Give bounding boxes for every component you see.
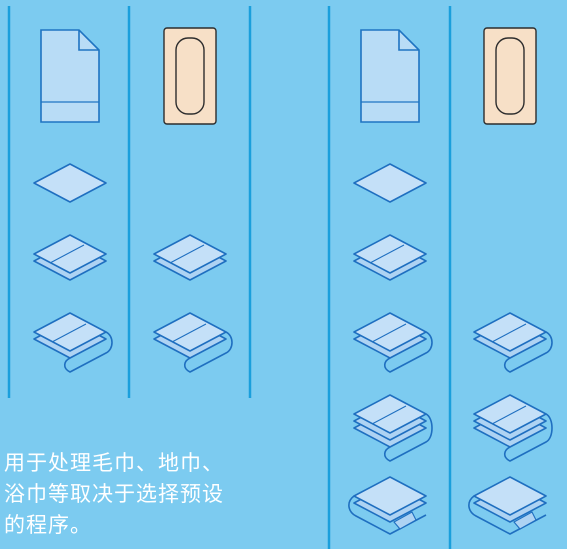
caption: 用于处理毛巾、地巾、 浴巾等取决于选择预设 的程序。 bbox=[4, 448, 304, 541]
fold-step-folded-three-times bbox=[353, 394, 433, 462]
bath-mat-icon bbox=[163, 27, 217, 125]
fold-step-folded-once bbox=[33, 234, 107, 281]
fold-step-folded-once bbox=[153, 234, 227, 281]
fold-step-folded-once bbox=[353, 234, 427, 281]
document-sheet-icon bbox=[360, 29, 420, 123]
fold-step-folded-three-times bbox=[473, 394, 553, 462]
item-icons bbox=[40, 27, 537, 125]
fold-step-folded-rolled bbox=[348, 476, 427, 535]
bath-mat-icon bbox=[483, 27, 537, 125]
folding-steps bbox=[33, 163, 553, 535]
fold-step-folded-twice bbox=[33, 312, 113, 373]
column-dividers bbox=[7, 6, 452, 549]
fold-step-flat bbox=[33, 163, 107, 203]
fold-step-folded-twice bbox=[353, 312, 433, 373]
document-sheet-icon bbox=[40, 29, 100, 123]
fold-step-folded-twice bbox=[473, 312, 553, 373]
fold-step-folded-twice bbox=[153, 312, 233, 373]
fold-step-flat bbox=[353, 163, 427, 203]
caption-line-1: 用于处理毛巾、地巾、 bbox=[4, 451, 224, 475]
caption-line-2: 浴巾等取决于选择预设 bbox=[4, 482, 224, 506]
fold-step-folded-rolled bbox=[468, 476, 547, 535]
caption-line-3: 的程序。 bbox=[4, 513, 92, 537]
